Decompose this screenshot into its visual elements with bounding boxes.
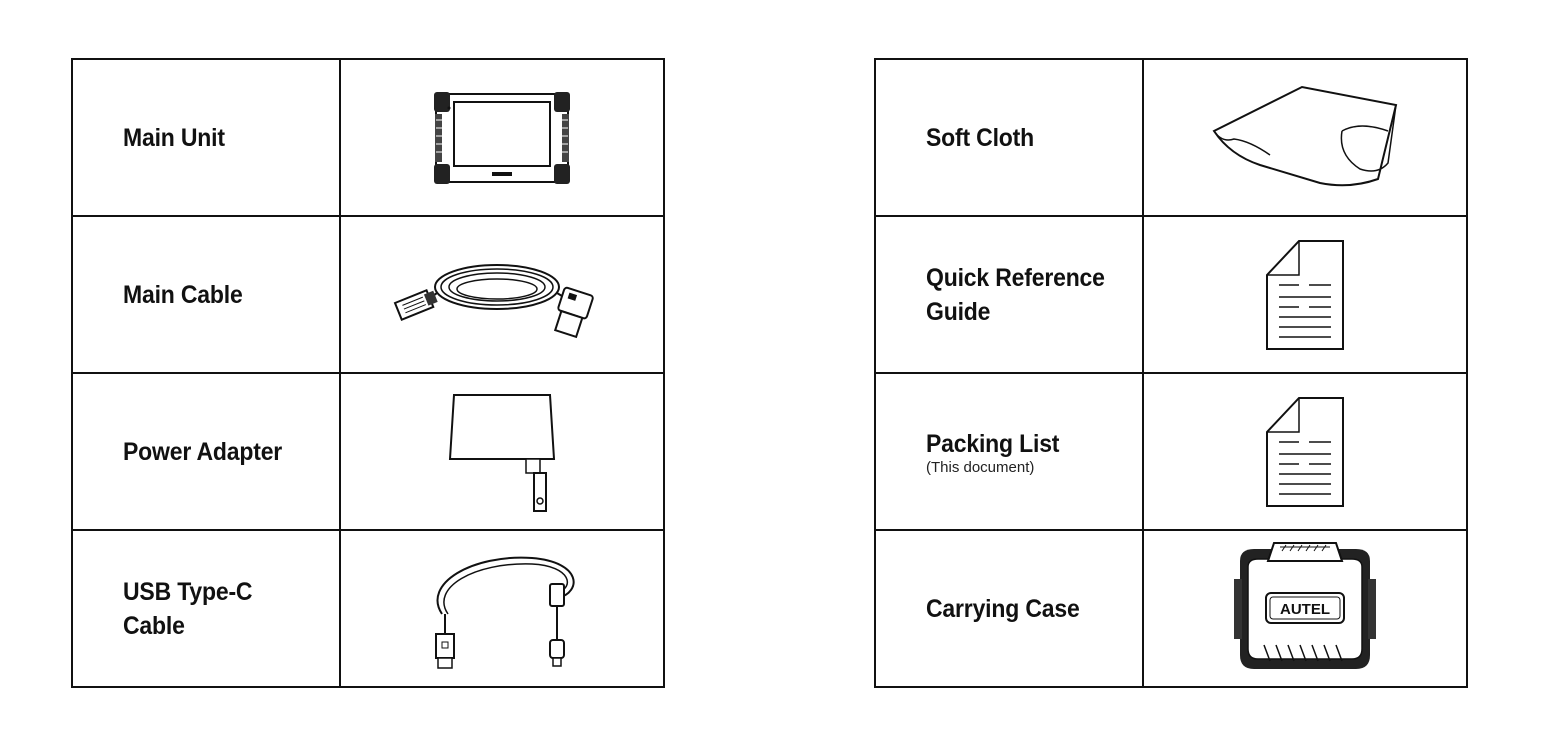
item-name: Main Cable [123, 280, 243, 309]
item-name: USB Type-C Cable [123, 577, 253, 640]
item-name: Main Unit [123, 123, 225, 152]
item-name: Carrying Case [926, 594, 1080, 623]
item-name-cell: Soft Cloth [874, 58, 1144, 217]
brand-logo-text: AUTEL [1280, 601, 1330, 618]
item-name-cell: Quick Reference Guide [874, 215, 1144, 374]
table-row: Quick Reference Guide [874, 215, 1468, 374]
item-name-cell: Main Cable [71, 215, 341, 374]
item-name-cell: Carrying Case [874, 529, 1144, 688]
item-image-cell [1142, 372, 1468, 531]
tablet-icon [434, 91, 570, 184]
table-row: Main Unit [71, 58, 665, 217]
packing-list-right-table: Soft Cloth Quick Reference Guide [874, 58, 1468, 688]
table-row: Soft Cloth [874, 58, 1468, 217]
cloth-icon [1212, 85, 1398, 186]
table-row: Packing List (This document) [874, 372, 1468, 531]
document-icon [1266, 239, 1344, 350]
item-name-cell: USB Type-C Cable [71, 529, 341, 688]
item-name-cell: Power Adapter [71, 372, 341, 531]
packing-list-left-table: Main Unit [71, 58, 665, 688]
item-name: Soft Cloth [926, 123, 1035, 152]
usb-c-cable-icon [435, 556, 575, 669]
item-name: Packing List [926, 430, 1060, 458]
item-image-cell [1142, 215, 1468, 374]
item-image-cell [339, 529, 665, 688]
item-name: Power Adapter [123, 437, 283, 466]
power-adapter-icon [448, 393, 556, 512]
table-row: Carrying Case AUTEL [874, 529, 1468, 688]
item-image-cell [339, 58, 665, 217]
item-name-cell: Main Unit [71, 58, 341, 217]
table-row: USB Type-C Cable [71, 529, 665, 688]
item-name: Quick Reference Guide [926, 263, 1105, 326]
document-icon [1266, 396, 1344, 507]
item-subtitle: (This document) [926, 459, 1035, 476]
carrying-case-icon: AUTEL [1234, 541, 1376, 669]
item-image-cell [1142, 58, 1468, 217]
table-row: Power Adapter [71, 372, 665, 531]
item-image-cell: AUTEL [1142, 529, 1468, 688]
item-name-cell: Packing List (This document) [874, 372, 1144, 531]
obd-cable-icon [393, 263, 594, 338]
item-image-cell [339, 215, 665, 374]
item-image-cell [339, 372, 665, 531]
table-row: Main Cable [71, 215, 665, 374]
